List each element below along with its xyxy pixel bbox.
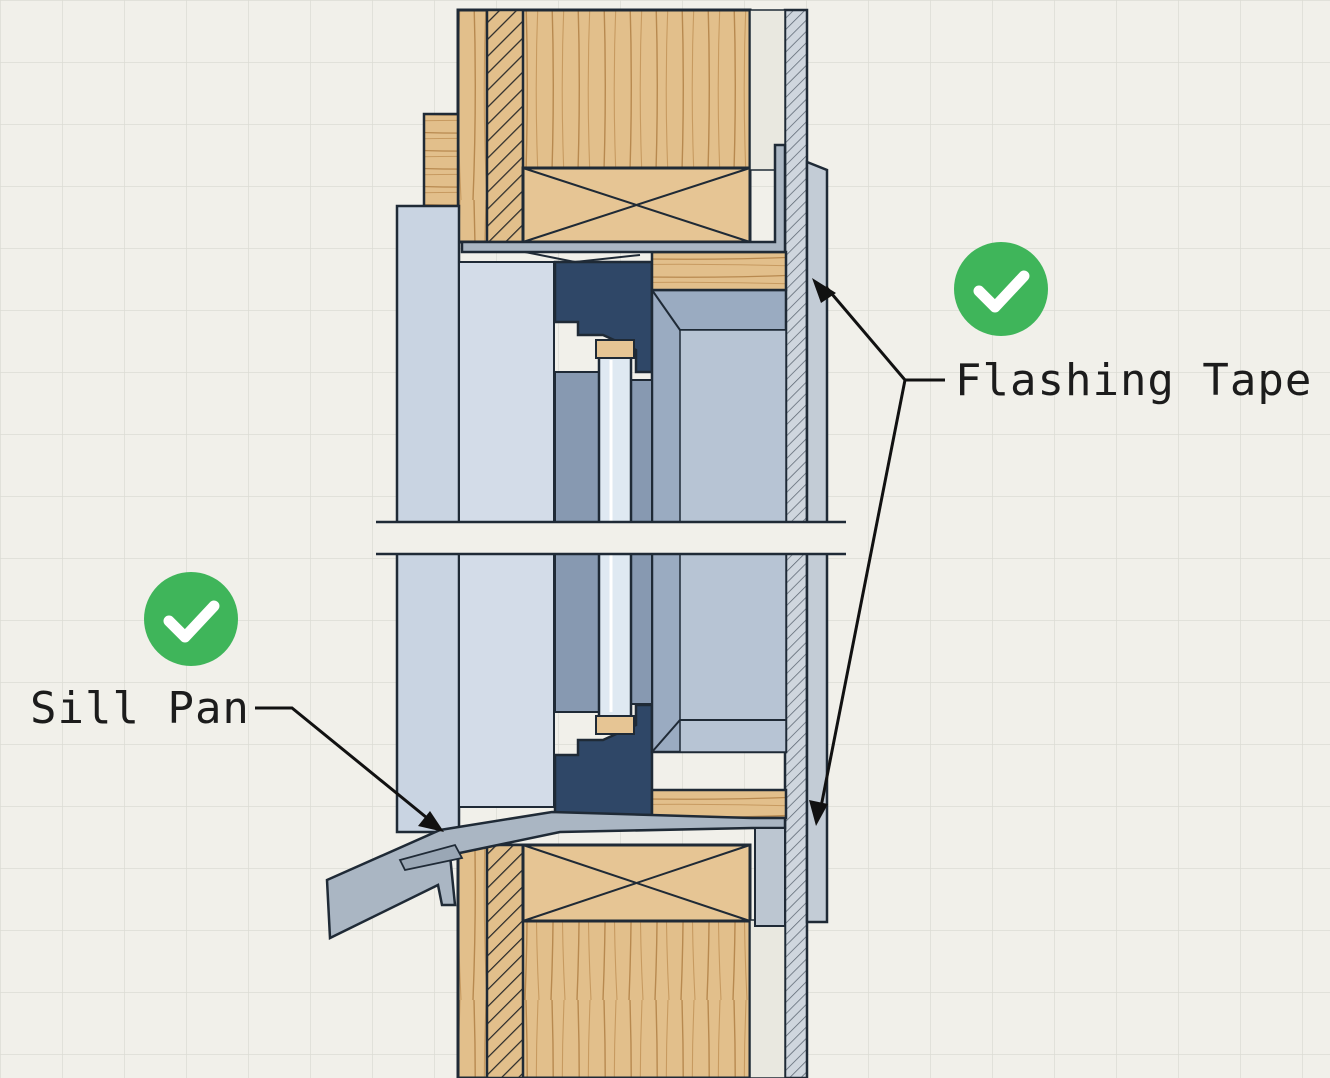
- window-frame: [553, 250, 788, 820]
- sill-pan: [325, 810, 787, 940]
- sill-pan-label: Sill Pan: [30, 683, 250, 734]
- interior-casing: [395, 204, 555, 834]
- wall-bottom: [456, 843, 752, 1078]
- leader-sill-pan: [255, 706, 444, 832]
- break-line: [376, 520, 846, 556]
- head-flashing: [460, 143, 787, 264]
- leader-flashing-tape: [809, 278, 945, 826]
- check-circle-icon: [144, 572, 238, 666]
- check-circle-icon: [954, 242, 1048, 336]
- wall-top: [422, 8, 752, 271]
- flashing-tape-label: Flashing Tape: [955, 355, 1313, 406]
